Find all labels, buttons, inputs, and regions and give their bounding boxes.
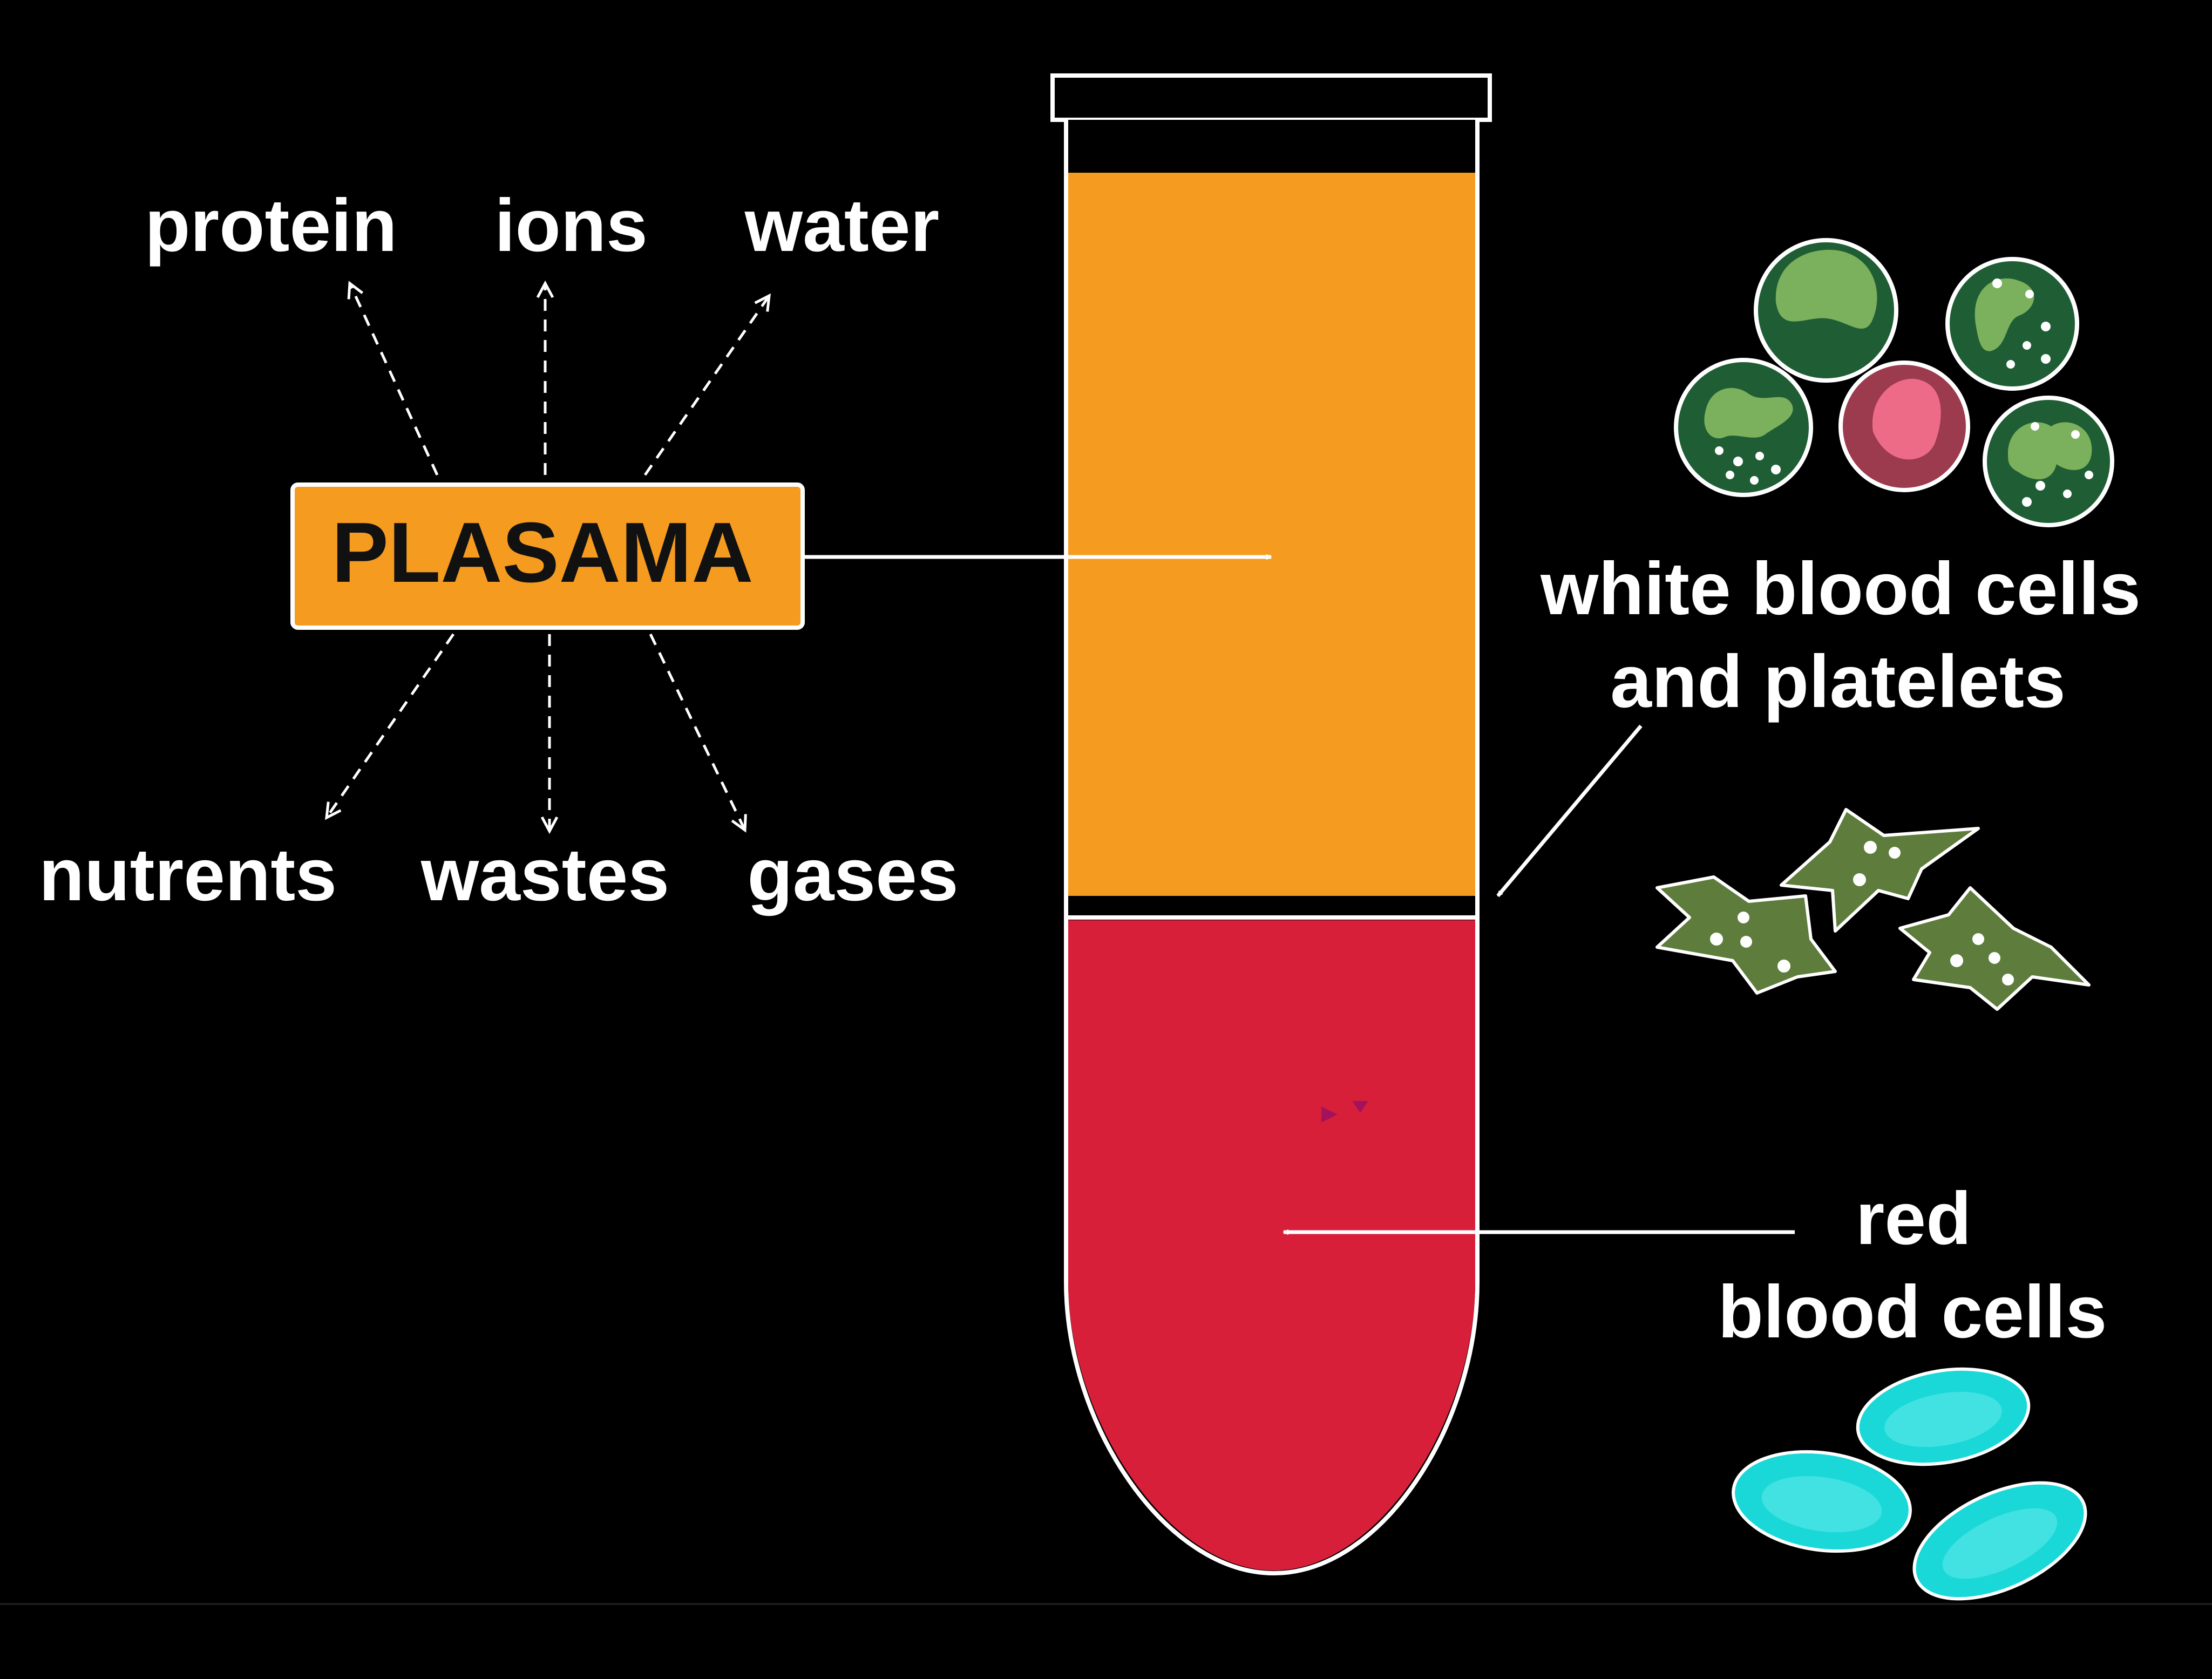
arrow-to-nutrents <box>325 633 455 820</box>
arrow-to-gases <box>649 633 747 833</box>
label-wastes: wastes <box>420 833 669 916</box>
test-tube <box>1050 73 1492 1576</box>
label-ions: ions <box>494 184 648 267</box>
arrow-to-water <box>643 293 771 476</box>
plasma-components-top: protein ions water <box>145 184 939 267</box>
wbc-cell <box>1945 257 2079 391</box>
platelet <box>1780 808 1980 933</box>
wbc-label: white blood cells and platelets <box>1540 547 2141 723</box>
platelet <box>1655 875 1837 995</box>
label-protein: protein <box>145 184 397 267</box>
label-gases: gases <box>747 833 958 916</box>
rbc-cell <box>1856 1367 2031 1466</box>
rbc-cell <box>1912 1481 2087 1601</box>
red-blood-cells <box>1732 1367 2087 1601</box>
marker-glyph <box>1321 1106 1338 1123</box>
wbc-cell <box>1754 238 1898 383</box>
label-water: water <box>744 184 940 267</box>
tube-cap <box>1050 73 1492 122</box>
platelets <box>1655 808 2091 1011</box>
rbc-cell <box>1732 1450 1912 1553</box>
rbc-label: red blood cells <box>1718 1177 2107 1354</box>
platelet <box>1898 886 2091 1011</box>
plasma-label: PLASAMA <box>331 505 753 600</box>
marker-glyph <box>1352 1101 1368 1113</box>
rbc-label-line2: blood cells <box>1718 1270 2107 1354</box>
label-nutrents: nutrents <box>39 833 337 916</box>
arrow-to-protein <box>347 281 439 476</box>
wbc-label-line1: white blood cells <box>1540 547 2141 630</box>
wbc-label-line2: and platelets <box>1610 640 2066 723</box>
wbc-cell <box>1674 358 1813 497</box>
white-blood-cells <box>1674 238 2114 527</box>
wbc-cell <box>1983 396 2114 527</box>
wbc-arrow <box>1496 724 1643 898</box>
rbc-label-line1: red <box>1856 1177 1972 1260</box>
plasma-component-arrows <box>325 280 771 834</box>
plasma-components-bottom: nutrents wastes gases <box>39 833 959 916</box>
red-cell-layer <box>1068 920 1475 1571</box>
wbc-cell-red <box>1838 361 1970 492</box>
plasma-layer <box>1068 173 1475 896</box>
plasma-label-group: PLASAMA <box>290 482 805 630</box>
